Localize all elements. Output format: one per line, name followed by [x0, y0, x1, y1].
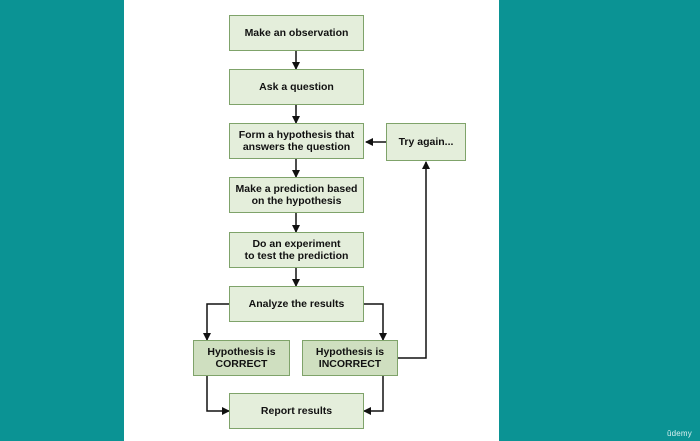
step-make-prediction: Make a prediction based on the hypothesi… [229, 177, 364, 213]
step-report-results: Report results [229, 393, 364, 429]
step-hypothesis-correct: Hypothesis is CORRECT [193, 340, 290, 376]
arrow-incorrect-to-try-again [398, 161, 430, 359]
arrow-incorrect-to-report [363, 376, 384, 415]
step-try-again: Try again... [386, 123, 466, 161]
udemy-watermark: ûdemy [666, 429, 692, 438]
step-ask-question: Ask a question [229, 69, 364, 105]
step-do-experiment: Do an experiment to test the prediction [229, 232, 364, 268]
step-make-observation: Make an observation [229, 15, 364, 51]
step-hypothesis-incorrect: Hypothesis is INCORRECT [302, 340, 398, 376]
step-analyze-results: Analyze the results [229, 286, 364, 322]
arrow-correct-to-report [206, 376, 230, 415]
arrow-analyze-to-incorrect [363, 303, 387, 341]
arrow-analyze-to-correct [203, 303, 229, 341]
step-form-hypothesis: Form a hypothesis that answers the quest… [229, 123, 364, 159]
